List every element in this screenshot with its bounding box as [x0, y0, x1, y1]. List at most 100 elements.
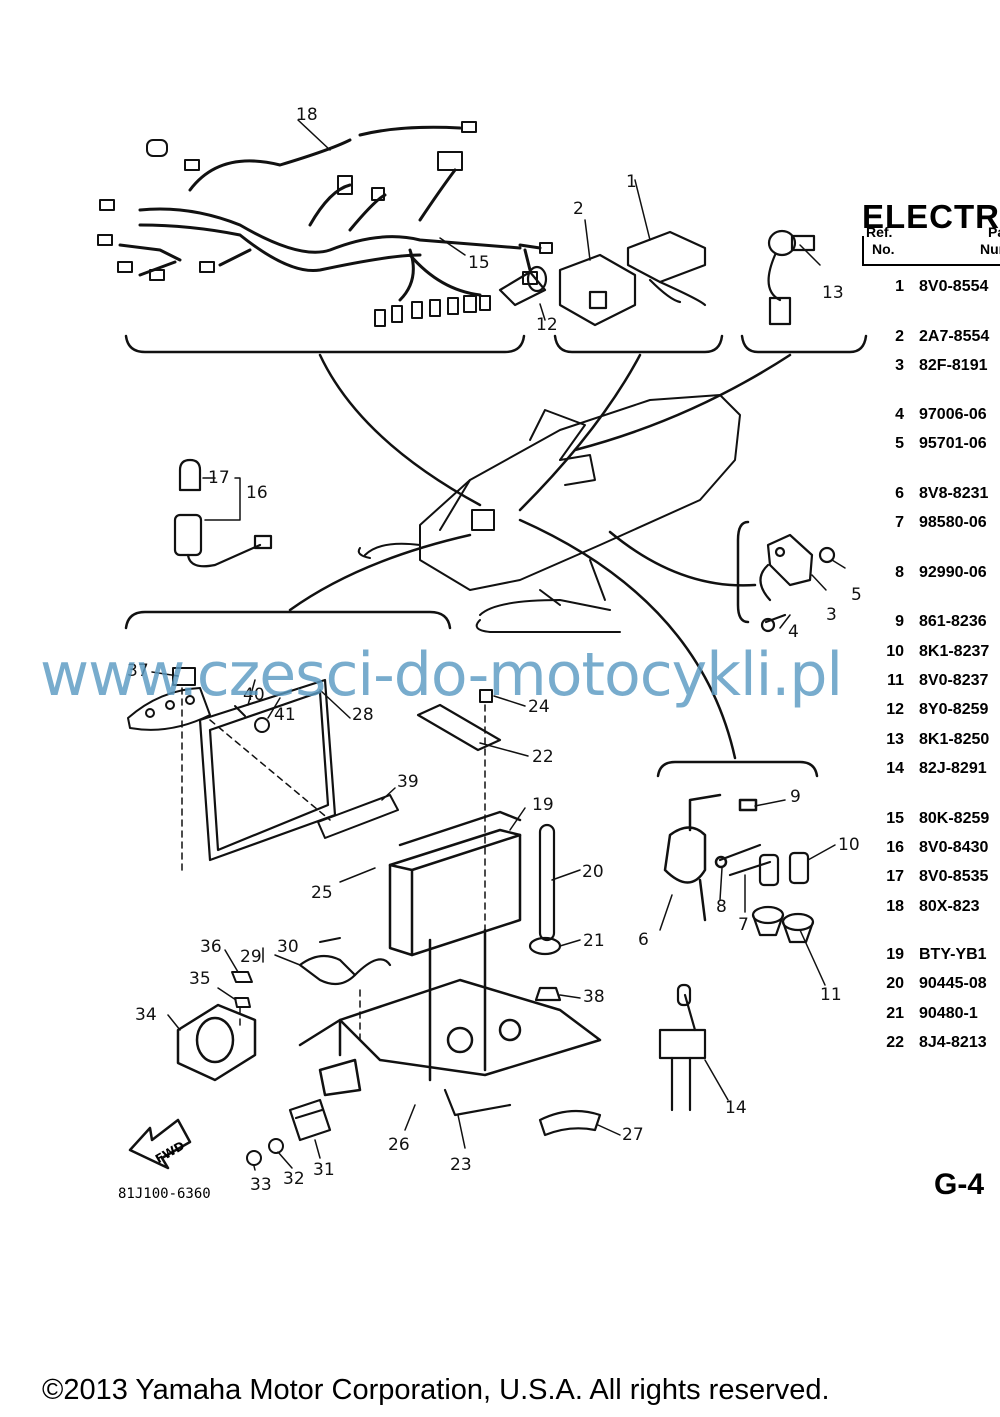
- callout-3: 3: [826, 605, 837, 625]
- callout-27: 27: [622, 1125, 644, 1145]
- bracket-harness-group: [124, 334, 526, 354]
- parts-table-row: 11 8V0-8237: [870, 672, 988, 690]
- callout-10: 10: [838, 835, 860, 855]
- callout-35: 35: [189, 969, 211, 989]
- callout-16: 16: [246, 483, 268, 503]
- header-divider: [862, 236, 864, 266]
- part-number: 95701-06: [919, 435, 987, 452]
- section-title: ELECTRI: [862, 198, 1000, 235]
- callout-5: 5: [851, 585, 862, 605]
- callout-12: 12: [536, 315, 558, 335]
- callout-9: 9: [790, 787, 801, 807]
- part-number: 8K1-8237: [919, 643, 990, 660]
- callout-41: 41: [274, 705, 296, 725]
- parts-table-row: 18 80X-823: [870, 898, 980, 916]
- callout-36: 36: [200, 937, 222, 957]
- callout-29: 29: [240, 947, 262, 967]
- ref-number: 10: [886, 643, 904, 660]
- snowmobile-outline: [357, 394, 741, 633]
- part-number: 8V0-8535: [919, 868, 989, 885]
- callout-25: 25: [311, 883, 333, 903]
- callout-13: 13: [822, 283, 844, 303]
- parts-table-row: 15 80K-8259: [870, 810, 989, 828]
- part-16-lamp: [173, 458, 273, 568]
- fwd-arrow: [128, 1118, 192, 1170]
- part-number: 90480-1: [919, 1005, 978, 1022]
- part-number: 97006-06: [919, 406, 987, 423]
- part-number: 8V0-8237: [919, 672, 989, 689]
- ref-number: 19: [886, 946, 904, 963]
- callout-17: 17: [208, 468, 230, 488]
- header-rule: [862, 264, 1000, 266]
- callout-26: 26: [388, 1135, 410, 1155]
- callout-1: 1: [626, 172, 637, 192]
- part-1-cdi-unit: [626, 230, 707, 307]
- callout-34: 34: [135, 1005, 157, 1025]
- callout-11: 11: [820, 985, 842, 1005]
- small-fasteners: [231, 689, 493, 1166]
- callout-30: 30: [277, 937, 299, 957]
- callout-19: 19: [532, 795, 554, 815]
- part-number: 90445-08: [919, 975, 987, 992]
- bracket-sensor-group: [736, 520, 750, 624]
- header-part: Pa Nur: [980, 224, 1000, 257]
- ref-number: 11: [887, 672, 904, 689]
- wire-harness: [118, 125, 542, 302]
- page-code: G-4: [934, 1168, 985, 1201]
- parts-table-row: 5 95701-06: [870, 435, 987, 453]
- part-2-cover: [558, 253, 637, 327]
- part-number: 80X-823: [919, 898, 980, 915]
- part-26-tray: [298, 928, 602, 1097]
- part-37-plate: [127, 667, 211, 731]
- part-number: 8V0-8430: [919, 839, 989, 856]
- ref-number: 5: [895, 435, 904, 452]
- parts-table-row: 16 8V0-8430: [870, 839, 988, 857]
- part-number: 8V8-8231: [919, 485, 989, 502]
- callout-6: 6: [638, 930, 649, 950]
- part-number: 8J4-8213: [919, 1034, 987, 1051]
- ref-number: 12: [886, 701, 904, 718]
- illustration-code: 81J100-6360: [118, 1186, 211, 1202]
- ref-number: 16: [886, 839, 904, 856]
- part-20-tube: [538, 823, 556, 942]
- ref-number: 7: [895, 514, 904, 531]
- part-22-strap: [416, 703, 502, 752]
- callout-33: 33: [250, 1175, 272, 1195]
- fwd-label: FWD: [153, 1138, 187, 1166]
- callout-7: 7: [738, 915, 749, 935]
- ref-number: 13: [886, 731, 904, 748]
- part-number: BTY-YB1: [919, 946, 987, 963]
- part-number: 98580-06: [919, 514, 987, 531]
- ref-number: 15: [886, 810, 904, 827]
- part-11-grommets: [751, 905, 815, 944]
- callout-2: 2: [573, 199, 584, 219]
- bracket-battery-group: [124, 610, 452, 630]
- callout-39: 39: [397, 772, 419, 792]
- part-10-caps: [718, 843, 810, 887]
- ref-number: 14: [886, 760, 904, 777]
- bracket-coil-group: [656, 760, 819, 778]
- part-number: 80K-8259: [919, 810, 990, 827]
- callout-21: 21: [583, 931, 605, 951]
- callout-20: 20: [582, 862, 604, 882]
- part-34-relay: [176, 1003, 257, 1082]
- part-31-terminal: [288, 1098, 332, 1142]
- ref-number: 4: [895, 406, 904, 423]
- callout-labels: 1 2 3 4 5 6 7 8 9 10 11 12 13 14 15 16 1…: [127, 105, 862, 1195]
- ref-number: 3: [895, 357, 904, 374]
- ref-number: 18: [886, 898, 904, 915]
- callout-15: 15: [468, 253, 490, 273]
- part-12-connector: [498, 265, 548, 307]
- ref-number: 1: [895, 278, 904, 295]
- callout-14: 14: [725, 1098, 747, 1118]
- callout-18: 18: [296, 105, 318, 125]
- part-39-bracket: [317, 794, 399, 839]
